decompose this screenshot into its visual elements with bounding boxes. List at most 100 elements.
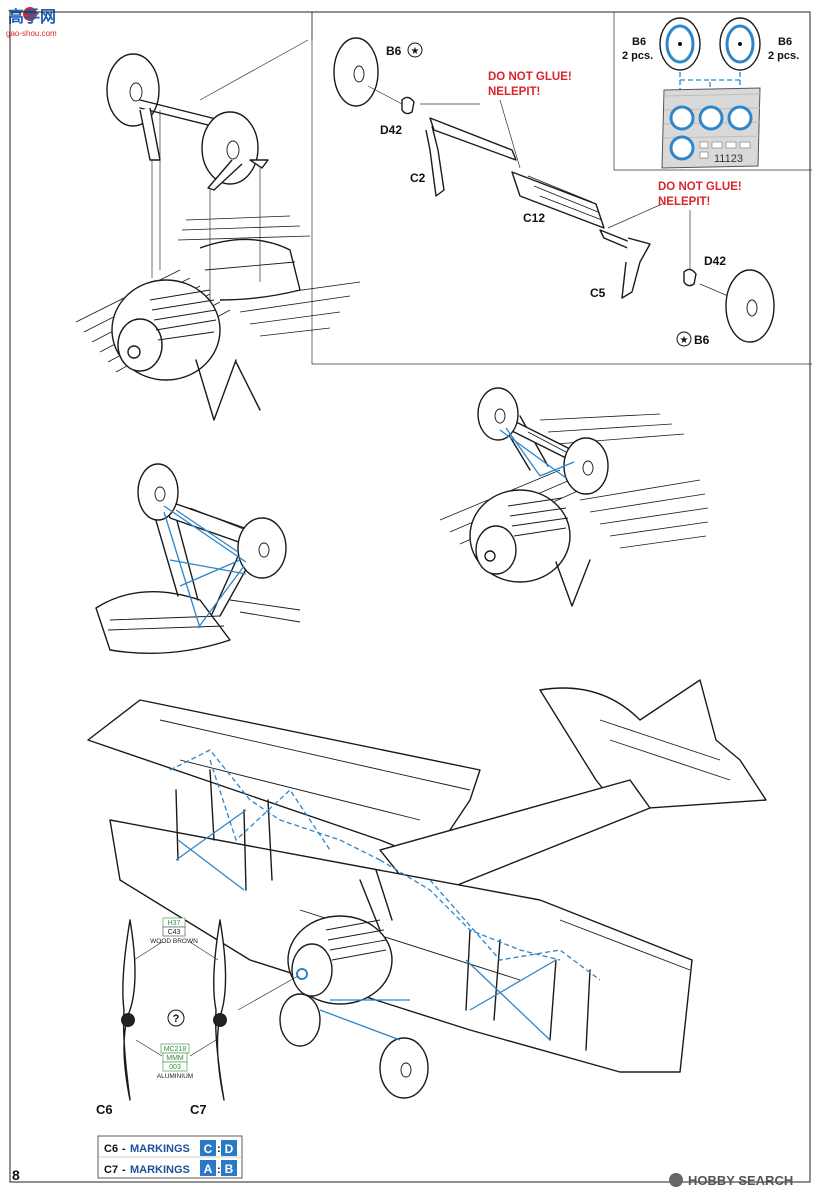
paint-alu-name: ALUMINIUM [157,1073,193,1080]
wheel-b6-bottom [725,269,775,343]
unknown-mark-text: ? [173,1013,180,1025]
mask-inset: 11123 B6 2 pcs. B6 2 pcs. [613,12,812,171]
label-c5: C5 [590,286,606,300]
interplane-struts [175,769,591,1051]
main-prop-hub [296,968,308,980]
markings-row2-part: C7 [104,1164,118,1176]
label-c12: C12 [523,211,545,225]
mask-ring-1 [669,105,695,131]
svg-text:★: ★ [680,335,689,346]
markings-row2-letter1-box [200,1160,216,1176]
prop-hub [127,345,141,359]
paint-alu-code-3: 003 [169,1064,181,1071]
page-frame [9,11,811,1183]
rig-wheel-left [137,463,179,521]
markings-row1-letter1-box [200,1140,216,1156]
svg-text::: : [217,1143,221,1155]
warning-2-line1: DO NOT GLUE! [658,181,742,193]
part-c5 [621,237,651,299]
markings-row2-letter1: A [204,1162,213,1176]
label-c7: C7 [190,1102,207,1117]
lower-wing [109,819,693,1073]
watermark-brand: 高手网 [8,7,56,26]
mask-star-icon-top: ★ [407,42,423,58]
svg-text:-: - [122,1143,126,1155]
footer-watermark-icon [669,1173,683,1187]
footer-watermark-text: HOBBY SEARCH [688,1173,793,1188]
paint-wood-code-2-box [162,926,186,937]
gear-wheel-left [106,53,160,127]
step-axle-exploded: ★ ★ B6 D42 C2 C12 D42 C5 B6 DO NOT GLUE!… [333,37,775,347]
label-b6-top: B6 [386,44,402,58]
markings-row2-letter2: B [225,1162,234,1176]
markings-row-c6: C6 - MARKINGS C : D [104,1140,237,1156]
top-panel-frame [311,12,812,365]
mask-ring-2 [698,105,724,131]
propeller-c6 [122,919,136,1101]
gear-strut-left [139,107,161,161]
mask-right-count: 2 pcs. [768,50,799,62]
main-wheel-right [379,1037,429,1099]
biplane-main [87,679,767,1099]
upper-wing [87,699,481,861]
part-d42-top [401,96,415,115]
label-c2: C2 [410,171,426,185]
warning-2-line2: NELEPIT! [658,196,710,208]
mask-star-icon-bottom: ★ [676,331,692,347]
page-number: 8 [12,1167,20,1183]
warning-1-line1: DO NOT GLUE! [488,71,572,83]
markings-row1-letter2-box [221,1140,237,1156]
paint-alu-code-1: MC218 [164,1046,187,1053]
watermark-icon [23,7,37,21]
markings-row1-letter1: C [204,1142,213,1156]
part-c2 [425,125,445,197]
step-gear-complete [439,387,709,607]
paint-wood-name: WOOD BROWN [150,938,198,945]
label-d42-top: D42 [380,123,402,137]
markings-row2-label: MARKINGS [130,1164,190,1176]
label-b6-bottom: B6 [694,333,710,347]
markings-row2-letter2-box [221,1160,237,1176]
tail-surfaces [539,679,767,811]
mask-ring-4 [669,135,695,161]
propeller-group: ? H37 C43 WOOD BROWN MC218 MMM 003 ALUMI… [96,917,227,1117]
main-wheel-left [279,993,321,1047]
rig-wheel-right [237,517,287,579]
rigging-wires-lower [175,809,557,1041]
step-rigging-front [95,463,301,655]
mask-left-part: B6 [632,36,646,48]
rigging-wires-upper [169,749,601,981]
markings-row1-part: C6 [104,1143,118,1155]
paint-alu-code-3-box [162,1061,188,1072]
mask-ring-3 [727,105,753,131]
label-d42-bottom: D42 [704,254,726,268]
part-d42-bottom [683,268,697,287]
gear-strut-right [207,159,243,191]
markings-row1-label: MARKINGS [130,1143,190,1155]
mask-left-count: 2 pcs. [622,50,653,62]
svg-text::: : [217,1164,221,1176]
unknown-marker [167,1009,185,1027]
gear-wheel-right [201,111,259,185]
mask-right-part: B6 [778,36,792,48]
markings-row1-letter2: D [225,1142,234,1156]
propeller-c7-hub [213,1013,227,1027]
complete-wheel-left [477,387,519,441]
wheel-b6-top [333,37,379,107]
warning-1-line2: NELEPIT! [488,86,540,98]
label-c6: C6 [96,1102,113,1117]
watermark-url: gao-shou.com [6,29,57,38]
paint-wood-code-1: H37 [168,920,181,927]
propeller-c7 [213,919,227,1101]
propeller-c6-hub [121,1013,135,1027]
paint-alu-code-2: MMM [166,1055,184,1062]
svg-text:-: - [122,1164,126,1176]
paint-wood-code-2: C43 [168,929,181,936]
markings-row-c7: C7 - MARKINGS A : B [104,1160,237,1176]
complete-wheel-right [563,437,609,495]
svg-text:★: ★ [411,46,420,57]
mask-sheet-code: 11123 [714,153,743,165]
footer-watermark: HOBBY SEARCH [669,1173,793,1188]
markings-table: C6 - MARKINGS C : D C7 - MARKINGS A : B [97,1135,243,1179]
